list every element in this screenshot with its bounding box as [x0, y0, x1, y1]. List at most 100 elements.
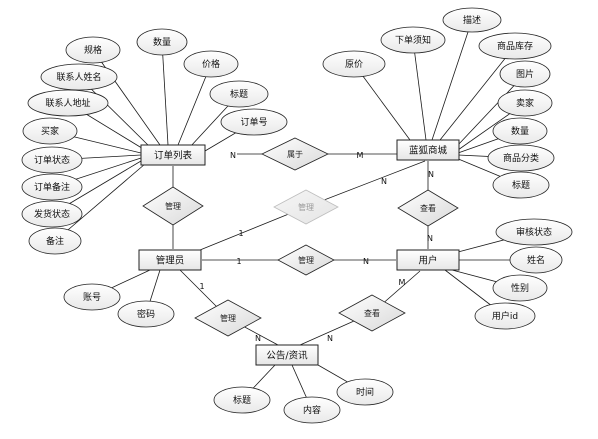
attribute-user: 用户id	[474, 302, 536, 330]
relationship-diamond	[273, 189, 339, 225]
attribute-ellipse	[336, 378, 394, 406]
attribute-mall: 商品分类	[487, 144, 555, 172]
relationship-belongs: 属于	[261, 137, 329, 171]
relationship-view_mall: 查看	[397, 189, 459, 227]
attribute-mall: 下单须知	[380, 26, 446, 54]
attribute-ellipse	[283, 396, 341, 424]
attribute-ellipse	[220, 108, 288, 136]
attribute-ellipse	[22, 117, 78, 145]
attribute-ellipse	[183, 50, 239, 78]
attribute-label: 价格	[202, 58, 220, 70]
attribute-connector	[412, 39, 427, 141]
attribute-connector	[92, 49, 161, 146]
entity-label: 公告/资讯	[266, 350, 308, 362]
attribute-connector	[161, 41, 169, 146]
cardinality-label: M	[399, 278, 406, 287]
cardinality-label: N	[255, 334, 261, 343]
relationship-diamond	[194, 299, 262, 337]
attribute-user: 审核状态	[495, 218, 573, 246]
entity-user: 用户	[396, 249, 460, 271]
entity-order_list: 订单列表	[140, 144, 206, 166]
attribute-order_list: 数量	[136, 28, 188, 56]
attribute-order_list: 价格	[183, 50, 239, 78]
attribute-label: 性别	[511, 282, 529, 294]
entity-label: 用户	[418, 255, 437, 267]
cardinality-label: N	[327, 334, 333, 343]
attribute-ellipse	[63, 283, 121, 311]
relationship-label: 查看	[420, 203, 436, 213]
attribute-notice: 时间	[336, 378, 394, 406]
attribute-label: 买家	[41, 125, 59, 137]
cardinality-label: M	[357, 151, 364, 160]
attribute-label: 姓名	[527, 254, 545, 266]
attribute-ellipse	[322, 50, 386, 78]
attribute-label: 订单状态	[34, 154, 70, 166]
entity-box	[396, 249, 460, 271]
attribute-mall: 标题	[492, 171, 550, 199]
relationship-diamond	[397, 189, 459, 227]
entity-label: 管理员	[156, 255, 185, 267]
relationship-diamond	[338, 294, 406, 332]
attribute-ellipse	[495, 218, 573, 246]
attribute-label: 商品分类	[503, 152, 539, 164]
attribute-ellipse	[21, 146, 83, 174]
attribute-order_list: 订单备注	[21, 173, 83, 201]
attribute-mall: 商品库存	[478, 32, 552, 60]
attribute-connector	[54, 163, 146, 242]
relationship-label: 管理	[165, 201, 181, 211]
attribute-label: 原价	[345, 59, 363, 70]
attribute-order_list: 联系人地址	[27, 89, 109, 117]
attribute-label: 规格	[84, 44, 102, 56]
attribute-label: 账号	[83, 292, 101, 303]
attribute-ellipse	[209, 80, 269, 108]
attribute-label: 联系人姓名	[56, 71, 101, 83]
attribute-label: 内容	[303, 404, 321, 416]
attribute-label: 描述	[463, 14, 481, 26]
attribute-ellipse	[492, 117, 548, 145]
cardinality-label: N	[428, 170, 434, 179]
attribute-admin: 密码	[117, 300, 175, 328]
attribute-ellipse	[40, 63, 118, 91]
relationship-manage_users: 管理	[277, 244, 335, 276]
entity-mall: 蓝狐商城	[396, 139, 460, 161]
entity-box	[140, 144, 206, 166]
attribute-label: 图片	[516, 68, 534, 80]
attribute-order_list: 备注	[28, 227, 82, 255]
attribute-mall: 图片	[499, 60, 551, 88]
attribute-ellipse	[27, 89, 109, 117]
attribute-label: 数量	[511, 125, 529, 137]
attribute-label: 下单须知	[395, 34, 431, 46]
relationship-manage_notice: 管理	[194, 299, 262, 337]
attribute-order_list: 标题	[209, 80, 269, 108]
attribute-ellipse	[380, 26, 446, 54]
relationship-manage_mall: 管理	[273, 189, 339, 225]
attribute-mall: 原价	[322, 50, 386, 78]
cardinality-label: N	[363, 257, 369, 266]
attribute-connector	[439, 45, 516, 141]
attribute-ellipse	[136, 28, 188, 56]
relationship-diamond	[142, 186, 204, 226]
attribute-ellipse	[65, 36, 121, 64]
attribute-order_list: 订单状态	[21, 146, 83, 174]
attribute-notice: 标题	[213, 386, 271, 414]
cardinality-label: N	[427, 234, 433, 243]
attribute-user: 姓名	[509, 246, 563, 274]
attribute-label: 标题	[233, 394, 251, 406]
attribute-order_list: 订单号	[220, 108, 288, 136]
attribute-label: 订单号	[240, 116, 267, 128]
cardinality-label: 1	[199, 282, 204, 291]
attribute-ellipse	[492, 171, 550, 199]
entity-box	[255, 344, 319, 366]
attribute-ellipse	[492, 274, 548, 302]
relationship-label: 属于	[287, 150, 303, 159]
attribute-order_list: 买家	[22, 117, 78, 145]
attribute-connector	[177, 63, 212, 146]
attribute-mall: 描述	[442, 7, 502, 33]
cardinality-label: N	[230, 151, 236, 160]
entity-notice: 公告/资讯	[255, 344, 319, 366]
attribute-label: 数量	[153, 36, 171, 48]
attribute-label: 备注	[46, 235, 64, 247]
attribute-label: 商品库存	[497, 40, 533, 52]
relationship-label: 管理	[298, 255, 314, 265]
attribute-label: 卖家	[516, 97, 534, 109]
